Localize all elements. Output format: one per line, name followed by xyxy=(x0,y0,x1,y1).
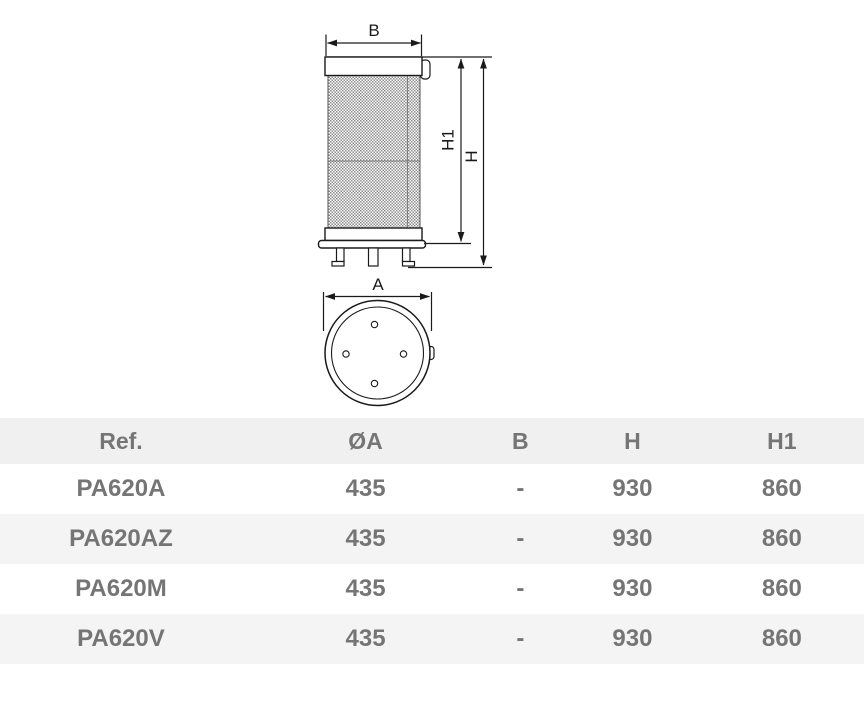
cell-h1: 860 xyxy=(761,525,802,552)
cell-h1: 860 xyxy=(761,575,802,602)
cell-b: - xyxy=(516,575,525,602)
leg-right-foot xyxy=(401,260,416,267)
hole-right xyxy=(399,350,408,358)
cell-diameter-a: 435 xyxy=(345,475,386,502)
dimension-b: B xyxy=(325,21,423,56)
mesh-body xyxy=(327,74,421,229)
table-row: PA620V 435 - 930 860 xyxy=(0,614,864,664)
cell-diameter-a: 435 xyxy=(345,625,386,652)
bottom-flange xyxy=(317,239,427,249)
dimension-a: A xyxy=(322,275,433,331)
leg-left-foot xyxy=(331,260,345,267)
dim-a-label: A xyxy=(372,275,384,294)
cell-b: - xyxy=(516,625,525,652)
col-header-h1: H1 xyxy=(767,427,797,454)
hole-left xyxy=(342,350,350,358)
table-header-row: Ref. ØA B H H1 xyxy=(0,418,864,464)
cell-ref: PA620V xyxy=(77,625,165,652)
cell-b: - xyxy=(516,475,525,502)
filter-front-view xyxy=(317,56,492,267)
cell-ref: PA620M xyxy=(75,575,167,602)
filter-technical-drawing: B H1 H xyxy=(317,21,492,407)
col-header-ref: Ref. xyxy=(99,427,143,454)
cell-h: 930 xyxy=(612,575,653,602)
filter-bottom-view xyxy=(324,299,435,407)
mounting-holes xyxy=(342,320,408,388)
cell-diameter-a: 435 xyxy=(345,575,386,602)
table-row: PA620A 435 - 930 860 xyxy=(0,464,864,514)
top-cap xyxy=(324,56,423,77)
hole-bottom xyxy=(370,379,379,388)
cell-ref: PA620AZ xyxy=(69,525,173,552)
leg-left xyxy=(335,247,345,263)
cell-h1: 860 xyxy=(761,625,802,652)
spec-table: Ref. ØA B H H1 PA620A 435 - 930 860 PA62… xyxy=(0,418,864,664)
col-header-h: H xyxy=(624,427,641,454)
cell-h: 930 xyxy=(612,625,653,652)
cell-h: 930 xyxy=(612,525,653,552)
col-header-b: B xyxy=(512,427,529,454)
dim-h1-label: H1 xyxy=(439,129,458,151)
col-header-diameter-a: ØA xyxy=(348,427,383,454)
cell-b: - xyxy=(516,525,525,552)
table-row: PA620M 435 - 930 860 xyxy=(0,564,864,614)
outer-circle xyxy=(324,299,431,407)
inner-circle xyxy=(330,306,425,400)
cell-ref: PA620A xyxy=(76,475,166,502)
table-row: PA620AZ 435 - 930 860 xyxy=(0,514,864,564)
support-legs xyxy=(331,247,416,267)
leg-right xyxy=(401,247,411,263)
dim-b-label: B xyxy=(368,21,379,40)
leg-middle xyxy=(367,247,379,267)
bottom-cap xyxy=(324,227,423,242)
hole-top xyxy=(370,320,379,329)
dim-h-label: H xyxy=(462,150,481,162)
dimension-h: H xyxy=(408,58,492,269)
cell-h1: 860 xyxy=(761,475,802,502)
cell-diameter-a: 435 xyxy=(345,525,386,552)
dimension-h1: H1 xyxy=(424,58,471,245)
cell-h: 930 xyxy=(612,475,653,502)
